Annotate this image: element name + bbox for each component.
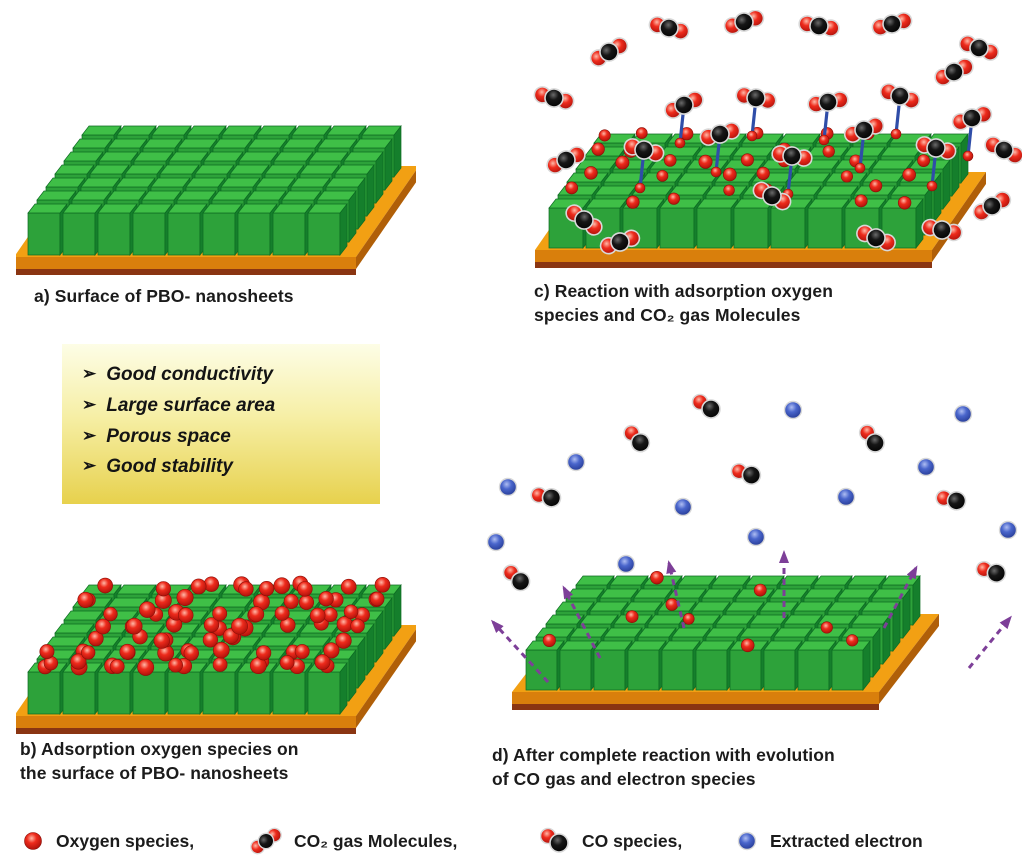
legend-label: CO₂ gas Molecules, — [294, 830, 458, 851]
co-species-icon — [540, 827, 569, 853]
extracted-electron-icon — [737, 831, 757, 851]
property-label: Large surface area — [106, 394, 276, 416]
legend-label: Extracted electron — [770, 830, 923, 851]
property-label: Good conductivity — [106, 364, 274, 385]
legend-item-co2: CO₂ gas Molecules, — [246, 824, 457, 858]
arrow-bullet-icon: ➢ — [82, 364, 97, 383]
oxygen-species-icon — [24, 832, 42, 850]
panel-a-canvas — [16, 124, 416, 275]
arrow-bullet-icon: ➢ — [82, 425, 97, 445]
legend-label: CO species, — [582, 830, 683, 851]
co2-molecule-icon — [250, 827, 282, 855]
legend-item-electron: Extracted electron — [732, 824, 923, 858]
property-label: Porous space — [106, 425, 231, 447]
property-item: ➢ Porous space — [82, 422, 372, 453]
panel-c-canvas — [533, 10, 1022, 268]
panel-a-caption: a) Surface of PBO- nanosheets — [34, 286, 294, 306]
panel-d-canvas — [486, 393, 1018, 710]
legend: Oxygen species, CO₂ gas Molecules, CO sp… — [0, 818, 1028, 864]
property-item: ➢ Large surface area — [82, 391, 372, 422]
property-item: ➢ Good stability — [82, 452, 372, 483]
arrow-bullet-icon: ➢ — [82, 394, 97, 414]
panel-b-caption: b) Adsorption oxygen species on the surf… — [20, 739, 299, 784]
arrow-bullet-icon: ➢ — [82, 456, 97, 476]
legend-item-oxygen: Oxygen species, — [18, 824, 194, 858]
property-label: Good stability — [106, 456, 233, 478]
properties-box: ➢ Good conductivity ➢ Large surface area… — [62, 344, 380, 504]
panel-b-canvas — [16, 575, 416, 734]
property-item: ➢ Good conductivity — [82, 360, 372, 391]
legend-item-co: CO species, — [540, 824, 682, 858]
panel-c-caption: c) Reaction with adsorption oxygen speci… — [534, 281, 833, 326]
legend-label: Oxygen species, — [56, 830, 195, 851]
panel-d-caption: d) After complete reaction with evolutio… — [492, 745, 835, 790]
